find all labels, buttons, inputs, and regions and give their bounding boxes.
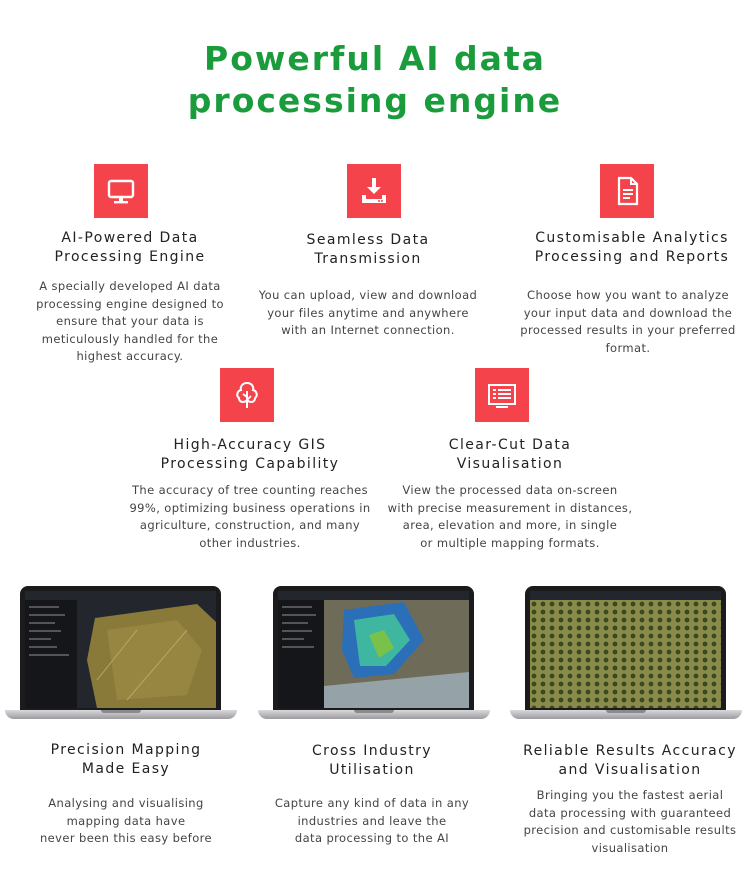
download-icon <box>347 164 401 218</box>
page-title-line-1: Powerful AI data <box>204 39 546 78</box>
tree-icon <box>220 368 274 422</box>
feature-title: Seamless Data Transmission <box>306 232 430 267</box>
feature-title: High-Accuracy GIS Processing Capability <box>160 437 340 472</box>
page-title-line-2: processing engine <box>187 81 563 120</box>
document-icon <box>600 164 654 218</box>
laptop-results-screenshot <box>510 586 742 722</box>
feature-title: Customisable Analytics Processing and Re… <box>534 230 730 265</box>
laptop-industry-screenshot <box>258 586 490 722</box>
screen-list-icon <box>475 368 529 422</box>
feature-title: AI-Powered Data Processing Engine <box>54 230 206 265</box>
laptop-mapping-screenshot <box>5 586 237 722</box>
feature-title: Clear-Cut Data Visualisation <box>448 437 572 472</box>
page-title: Powerful AI data processing engine <box>0 38 750 122</box>
monitor-icon <box>94 164 148 218</box>
